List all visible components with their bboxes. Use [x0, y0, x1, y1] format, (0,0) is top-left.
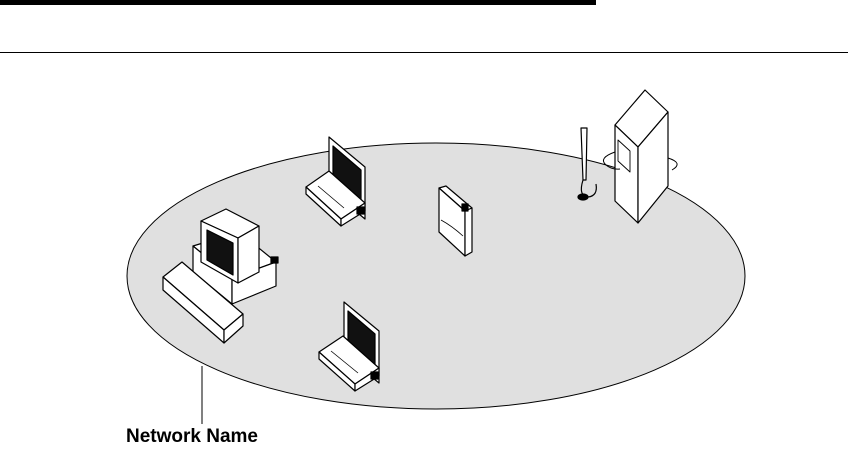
network-name-label: Network Name — [126, 426, 258, 448]
